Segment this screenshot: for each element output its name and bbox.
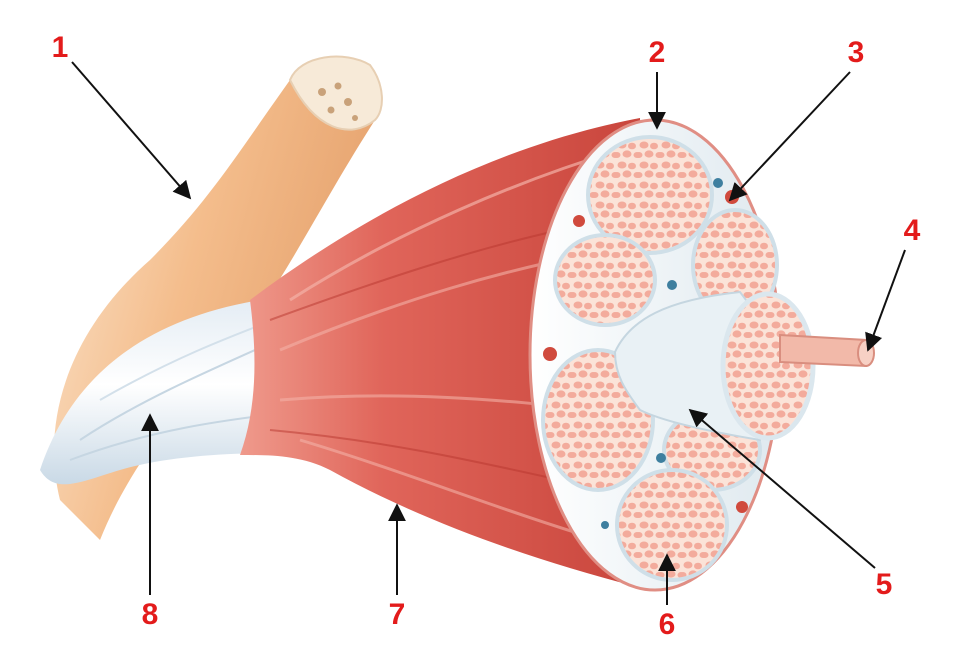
callout-label-2: 2: [648, 36, 666, 69]
callout-label-1: 1: [51, 31, 69, 64]
leader-line-4: [865, 249, 906, 352]
extracted-fascicle: [613, 290, 816, 442]
muscle-fiber: [779, 333, 875, 368]
callout-label-6: 6: [658, 608, 676, 641]
callout-label-4: 4: [903, 214, 921, 247]
leader-lines: [71, 61, 906, 605]
callout-label-8: 8: [141, 598, 159, 631]
callout-label-5: 5: [875, 568, 893, 601]
leader-line-3: [728, 71, 851, 202]
leader-line-5: [688, 408, 876, 569]
leader-line-1: [71, 61, 192, 200]
callout-label-7: 7: [388, 598, 406, 631]
callout-label-3: 3: [847, 36, 865, 69]
